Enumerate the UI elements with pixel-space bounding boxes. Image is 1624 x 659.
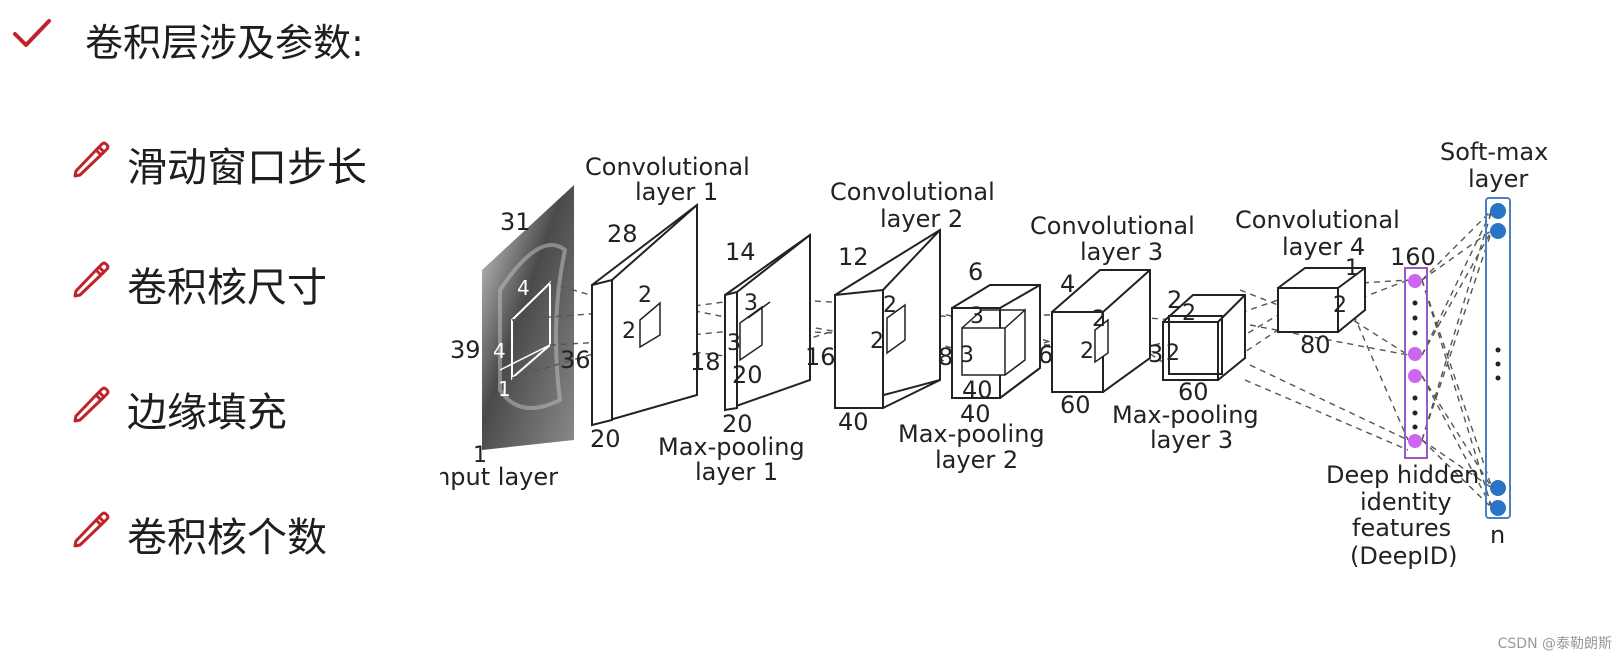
- deepid-count: 160: [1390, 243, 1436, 271]
- pool2-kernel-edge: [961, 309, 983, 329]
- conv1-kernel-dim: 2: [638, 283, 652, 308]
- conv-layer-1-block: [591, 202, 698, 427]
- pool-layer-3-block: [1162, 294, 1246, 381]
- conv2-kernel: [886, 303, 906, 355]
- pool2-dim: 6: [968, 258, 983, 286]
- pencil-icon: [73, 386, 110, 423]
- deepid-label: identity: [1360, 488, 1452, 516]
- conv2-title: layer 2: [880, 205, 963, 233]
- conv2-kernel-dim: 2: [870, 329, 884, 354]
- pool3-label: Max-pooling: [1112, 401, 1259, 429]
- input-window-label: 4: [517, 276, 530, 300]
- pool1-kernel-depth: [747, 301, 771, 319]
- conv4-title: layer 4: [1282, 233, 1365, 261]
- pool2-kernel-dim: 3: [970, 304, 984, 329]
- bullet-text: 边缘填充: [127, 390, 287, 436]
- conv4-dim: 80: [1300, 331, 1331, 359]
- conv3-dim: 60: [1060, 391, 1091, 419]
- conv-layer-4-block: [1277, 267, 1366, 333]
- pool1-label: layer 1: [695, 458, 778, 486]
- pool1-dim: 18: [690, 348, 721, 376]
- deepid-label: Deep hidden: [1326, 461, 1479, 489]
- conv3-dim: 4: [1060, 270, 1075, 298]
- conv3-title: layer 3: [1080, 238, 1163, 266]
- softmax-title: Soft-max: [1440, 140, 1548, 166]
- page-title: 卷积层涉及参数:: [85, 21, 364, 65]
- softmax-ellipsis: [1495, 347, 1501, 381]
- pencil-icon: [73, 141, 110, 178]
- input-window-extra: [499, 344, 551, 371]
- input-window-label: 4: [493, 339, 506, 363]
- conv3-kernel-dim: 2: [1092, 307, 1106, 332]
- softmax-vector-frame: [1485, 197, 1511, 519]
- conv2-title: Convolutional: [830, 178, 995, 206]
- conv3-title: Convolutional: [1030, 212, 1195, 240]
- conv1-kernel-dim: 2: [622, 319, 636, 344]
- watermark: CSDN @泰勒朗斯: [1497, 636, 1612, 652]
- conv3-kernel: [1094, 318, 1109, 364]
- pool2-dim: 40: [962, 376, 993, 404]
- deepid-nodes: [1408, 274, 1422, 448]
- pool2-dim: 8: [938, 343, 953, 371]
- conv2-dim: 12: [838, 243, 869, 271]
- pool1-dim: 14: [725, 238, 756, 266]
- pool3-kernel-dim: 2: [1166, 341, 1180, 366]
- pool1-kernel-dim: 3: [727, 331, 741, 356]
- pool3-dim: 2: [1167, 286, 1182, 314]
- pool1-dim: 20: [722, 410, 753, 438]
- pool2-label: Max-pooling: [898, 420, 1045, 448]
- pencil-icon: [73, 261, 110, 298]
- input-layer-label: Input layer: [440, 463, 558, 491]
- conv2-dim: 40: [838, 408, 869, 436]
- deepid-ellipsis: [1412, 300, 1418, 430]
- face-contour: [498, 243, 568, 410]
- pool2-dim: 40: [960, 400, 991, 428]
- conv4-dim: 2: [1333, 293, 1347, 318]
- input-dim-label: 1: [473, 443, 487, 468]
- input-window-label: 1: [498, 377, 511, 401]
- softmax-count: n: [1490, 521, 1505, 549]
- bullet-text: 滑动窗口步长: [127, 145, 367, 191]
- input-dim-label: 31: [500, 208, 531, 236]
- pool2-label: layer 2: [935, 446, 1018, 474]
- softmax-nodes: [1490, 203, 1506, 516]
- conv2-dim: 16: [805, 343, 836, 371]
- conv1-kernel: [639, 301, 661, 349]
- bullet-text: 卷积核个数: [127, 515, 327, 561]
- conv1-dim: 36: [560, 346, 591, 374]
- conv3-dim: 6: [1038, 341, 1053, 369]
- pool1-dim: 20: [732, 361, 763, 389]
- input-dim-label: 39: [450, 336, 481, 364]
- pool3-label: layer 3: [1150, 426, 1233, 454]
- conv1-dim: 20: [590, 425, 621, 453]
- conv4-title: Convolutional: [1235, 206, 1400, 234]
- deepid-vector-frame: [1404, 267, 1428, 459]
- conv1-title: Convolutional: [585, 153, 750, 181]
- pool3-kernel-dim: 2: [1182, 301, 1196, 326]
- conv1-title: layer 1: [635, 178, 718, 206]
- pool1-label: Max-pooling: [658, 433, 805, 461]
- deepid-label: features: [1352, 514, 1451, 542]
- deepid-cnn-diagram: 4 4 1 31 39 1 Input layer Conv: [440, 140, 1548, 570]
- pool-layer-1-block: [724, 233, 811, 412]
- deepid-label: (DeepID): [1350, 542, 1458, 570]
- conv3-kernel-dim: 2: [1080, 339, 1094, 364]
- input-face-image: [482, 185, 574, 450]
- pool2-kernel-dim: 3: [960, 343, 974, 368]
- pool1-kernel-dim: 3: [744, 291, 758, 316]
- softmax-title: layer: [1468, 165, 1528, 193]
- conv2-kernel-dim: 2: [883, 293, 897, 318]
- pool3-dim: 60: [1178, 378, 1209, 406]
- conv4-dim: 1: [1345, 256, 1359, 281]
- pencil-icon: [73, 511, 110, 548]
- conv1-dim: 28: [607, 220, 638, 248]
- checkmark-icon: [13, 19, 51, 47]
- pool3-dim: 3: [1148, 340, 1163, 368]
- bullet-text: 卷积核尺寸: [127, 265, 327, 311]
